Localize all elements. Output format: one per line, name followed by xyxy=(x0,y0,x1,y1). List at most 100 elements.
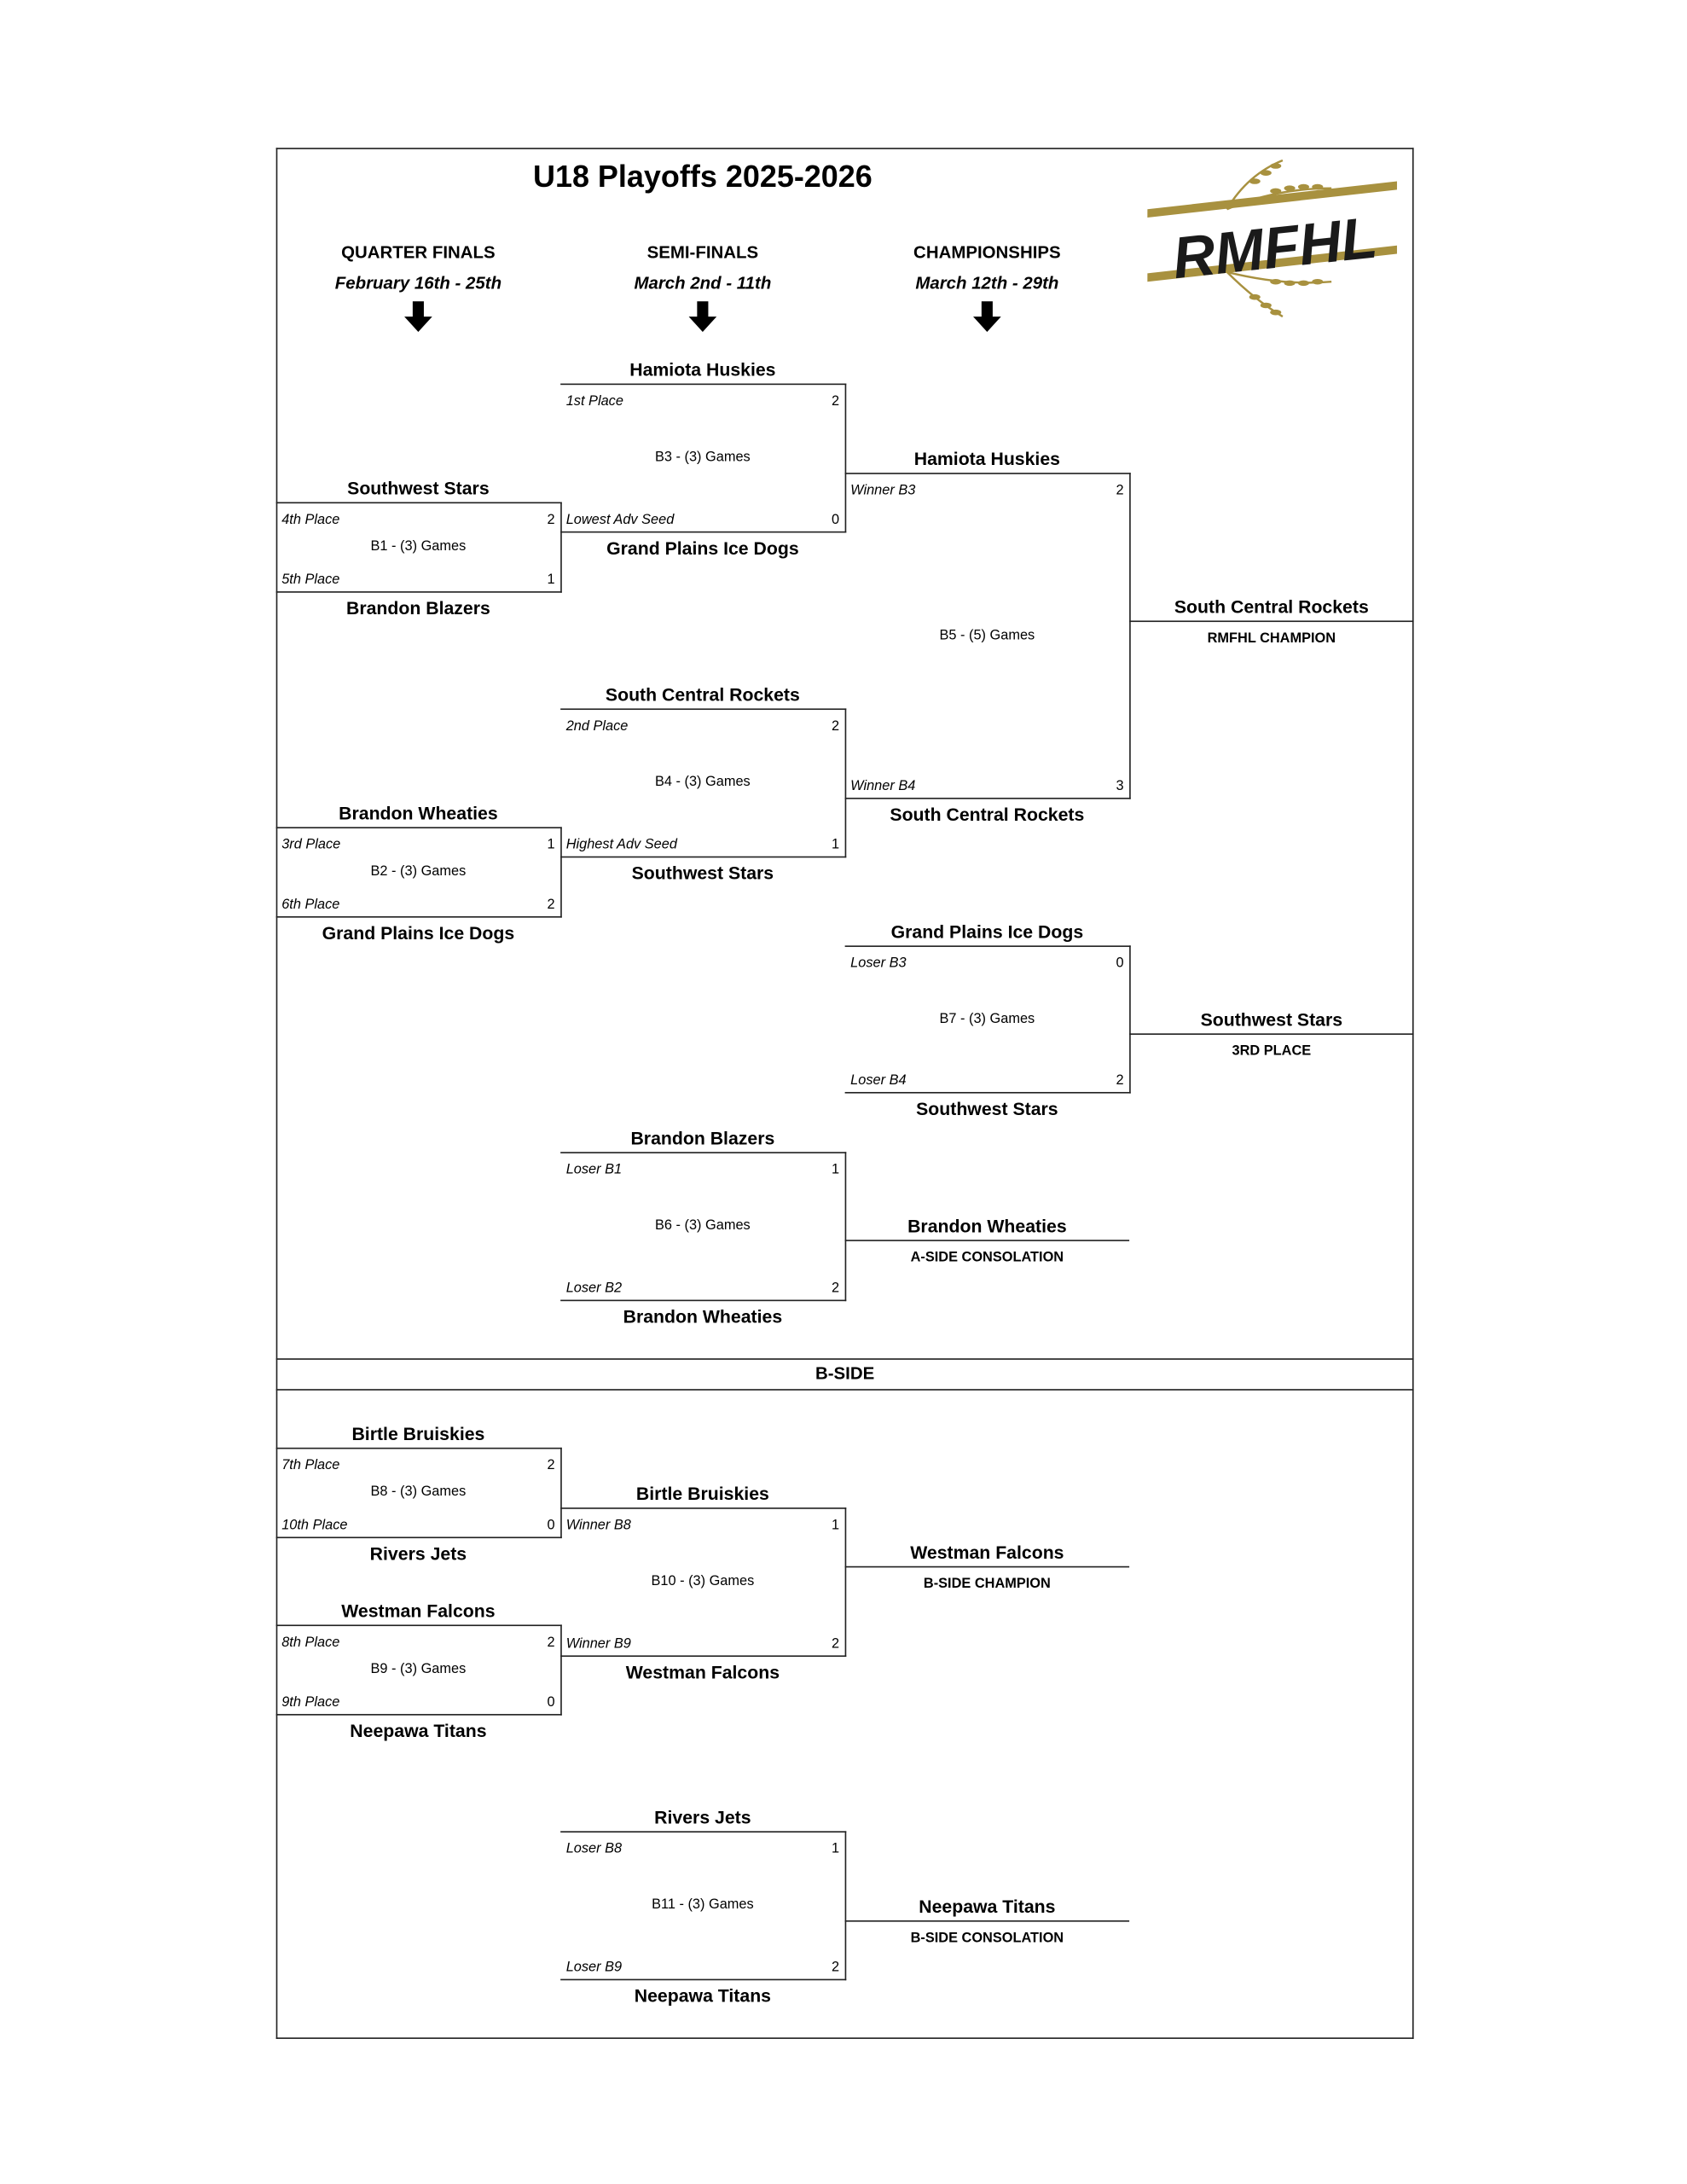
result-caption: A-SIDE CONSOLATION xyxy=(910,1250,1064,1266)
column-header: CHAMPIONSHIPS March 12th - 29th xyxy=(845,242,1129,339)
match-line-right xyxy=(560,1447,562,1539)
frame-bottom xyxy=(275,2037,1414,2039)
match-line-right xyxy=(844,1507,847,1658)
game-label: B5 - (5) Games xyxy=(939,627,1035,643)
bottom-seed-label: Loser B4 xyxy=(850,1072,907,1089)
result-line xyxy=(844,1565,1130,1568)
top-seed-label: 2nd Place xyxy=(565,718,629,735)
round-name: QUARTER FINALS xyxy=(341,242,496,263)
result-caption: B-SIDE CHAMPION xyxy=(923,1577,1051,1593)
bottom-seed-label: 5th Place xyxy=(281,572,340,589)
bottom-score: 3 xyxy=(1116,778,1124,794)
top-seed-label: 4th Place xyxy=(281,512,340,528)
top-seed-label: Winner B3 xyxy=(850,483,916,499)
match-line-top xyxy=(560,383,847,386)
bottom-score: 0 xyxy=(547,1694,555,1711)
match-line-top xyxy=(844,945,1131,947)
logo-wordmark: RMFHL xyxy=(1169,204,1380,291)
down-arrow-icon xyxy=(404,301,432,333)
match-line-bottom xyxy=(275,1714,562,1716)
top-seed-label: Winner B8 xyxy=(565,1518,631,1534)
down-arrow-icon xyxy=(688,301,717,333)
bottom-score: 1 xyxy=(831,837,840,853)
top-score: 1 xyxy=(831,1841,840,1857)
match-line-bottom xyxy=(275,915,562,918)
round-dates: March 2nd - 11th xyxy=(634,273,772,293)
result-team-name: Neepawa Titans xyxy=(919,1896,1056,1917)
bottom-score: 2 xyxy=(1116,1072,1124,1089)
bottom-team-name: Brandon Wheaties xyxy=(623,1305,783,1327)
column-header: QUARTER FINALS February 16th - 25th xyxy=(276,242,560,339)
b-side-divider-bottom xyxy=(275,1389,1414,1391)
bottom-seed-label: 6th Place xyxy=(281,897,340,913)
top-score: 2 xyxy=(547,512,555,528)
top-score: 2 xyxy=(831,718,840,735)
bottom-seed-label: 9th Place xyxy=(281,1694,340,1711)
bottom-team-name: Brandon Blazers xyxy=(345,597,490,619)
round-name: CHAMPIONSHIPS xyxy=(913,242,1061,263)
top-score: 2 xyxy=(547,1635,555,1651)
result-team-name: Brandon Wheaties xyxy=(907,1215,1067,1237)
top-team-name: Hamiota Huskies xyxy=(629,358,776,380)
game-label: B4 - (3) Games xyxy=(655,775,751,791)
bottom-score: 0 xyxy=(831,512,840,528)
game-label: B10 - (3) Games xyxy=(651,1573,755,1589)
bottom-team-name: Southwest Stars xyxy=(916,1098,1058,1119)
top-score: 1 xyxy=(831,1518,840,1534)
top-team-name: South Central Rockets xyxy=(605,683,800,706)
match-line-right xyxy=(844,383,847,533)
b-side-divider-top xyxy=(275,1358,1414,1360)
game-label: B8 - (3) Games xyxy=(370,1484,467,1501)
match-line-right xyxy=(560,827,562,918)
top-score: 1 xyxy=(547,837,555,853)
match-line-bottom xyxy=(275,591,562,593)
result-team-name: South Central Rockets xyxy=(1174,595,1369,618)
bottom-team-name: South Central Rockets xyxy=(890,804,1085,825)
top-team-name: Brandon Wheaties xyxy=(339,802,498,824)
match-line-bottom xyxy=(560,1655,847,1658)
rmfhl-logo: RMFHL xyxy=(1143,154,1408,323)
top-score: 2 xyxy=(1116,483,1124,499)
top-team-name: Southwest Stars xyxy=(347,477,490,499)
game-label: B9 - (3) Games xyxy=(370,1661,467,1677)
bottom-team-name: Grand Plains Ice Dogs xyxy=(322,922,515,944)
bottom-seed-label: Lowest Adv Seed xyxy=(565,512,675,528)
top-team-name: Brandon Blazers xyxy=(630,1127,775,1149)
match-line-right xyxy=(560,502,562,593)
top-seed-label: 3rd Place xyxy=(281,837,341,853)
game-label: B7 - (3) Games xyxy=(939,1011,1035,1027)
match-line-bottom xyxy=(560,1299,847,1302)
bottom-team-name: Neepawa Titans xyxy=(634,1984,772,2007)
game-label: B1 - (3) Games xyxy=(370,538,467,555)
b-side-heading: B-SIDE xyxy=(815,1363,875,1384)
match-line-top xyxy=(844,473,1131,474)
bottom-team-name: Rivers Jets xyxy=(369,1542,467,1565)
match-line-bottom xyxy=(275,1536,562,1539)
bottom-score: 2 xyxy=(547,897,555,913)
match-line-bottom xyxy=(560,856,847,858)
bottom-team-name: Grand Plains Ice Dogs xyxy=(606,537,799,559)
match-line-right xyxy=(1129,473,1131,799)
game-label: B11 - (3) Games xyxy=(652,1897,754,1913)
top-seed-label: 7th Place xyxy=(281,1458,340,1474)
top-seed-label: 8th Place xyxy=(281,1635,340,1651)
match-line-top xyxy=(560,1507,847,1509)
top-seed-label: Loser B1 xyxy=(565,1162,623,1178)
game-label: B2 - (3) Games xyxy=(370,863,467,880)
top-score: 0 xyxy=(1116,956,1124,972)
top-team-name: Grand Plains Ice Dogs xyxy=(890,921,1084,943)
top-score: 2 xyxy=(547,1458,555,1474)
match-line-top xyxy=(560,1152,847,1153)
match-line-bottom xyxy=(844,798,1131,799)
result-line xyxy=(1129,1033,1414,1035)
top-team-name: Birtle Bruiskies xyxy=(635,1483,769,1505)
round-dates: February 16th - 25th xyxy=(334,273,502,293)
top-team-name: Westman Falcons xyxy=(341,1600,496,1622)
bottom-seed-label: Highest Adv Seed xyxy=(565,837,677,853)
match-line-right xyxy=(844,708,847,858)
bottom-score: 2 xyxy=(831,1281,840,1297)
top-score: 2 xyxy=(831,393,840,410)
match-line-top xyxy=(560,1831,847,1833)
result-line xyxy=(844,1920,1130,1922)
bottom-score: 1 xyxy=(547,572,555,589)
